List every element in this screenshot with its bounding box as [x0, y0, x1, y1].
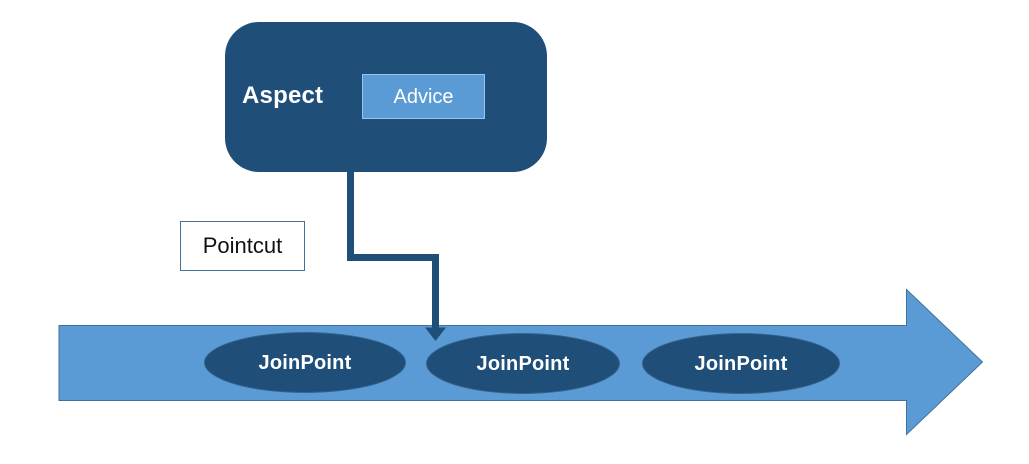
joinpoint-ellipse-1: JoinPoint: [204, 332, 406, 393]
aspect-box: Aspect Advice: [225, 22, 547, 172]
connector-line: [347, 171, 439, 329]
joinpoint-label: JoinPoint: [694, 352, 788, 375]
joinpoint-label: JoinPoint: [476, 352, 570, 375]
aspect-label: Aspect: [242, 82, 324, 109]
pointcut-label: Pointcut: [202, 233, 283, 258]
pointcut-box: Pointcut: [180, 221, 305, 271]
joinpoint-ellipse-2: JoinPoint: [426, 333, 620, 394]
joinpoint-label: JoinPoint: [258, 351, 352, 374]
joinpoint-ellipse-3: JoinPoint: [642, 333, 840, 394]
advice-label: Advice: [393, 85, 454, 108]
connector-arrowhead-icon: [425, 327, 446, 341]
advice-box: Advice: [362, 74, 485, 119]
